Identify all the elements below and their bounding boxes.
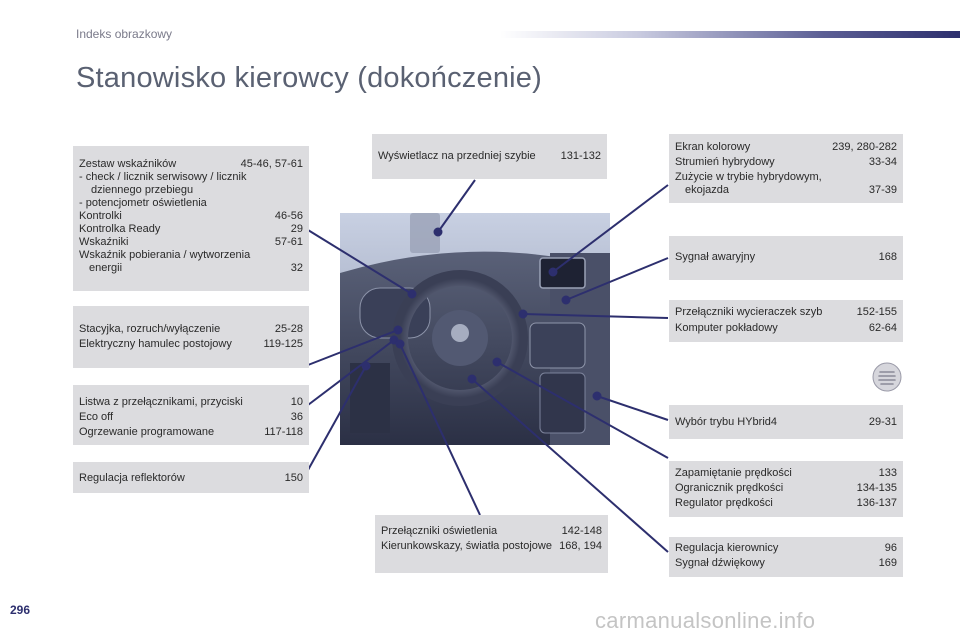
header-label: Indeks obrazkowy: [76, 27, 173, 41]
header-bar: [500, 31, 960, 38]
entry: - potencjometr oświetlenia: [79, 197, 207, 209]
watermark: carmanualsonline.info: [595, 608, 816, 633]
page-number: 296: [10, 603, 31, 617]
dashboard-photo: [340, 213, 610, 445]
page-title: Stanowisko kierowcy (dokończenie): [76, 62, 542, 94]
entry: - check / licznik serwisowy / licznik dz…: [79, 171, 247, 196]
speaker-grille-icon: [872, 362, 902, 392]
entry[interactable]: Wskaźnik pobierania / wytworzenia energi…: [79, 249, 303, 274]
